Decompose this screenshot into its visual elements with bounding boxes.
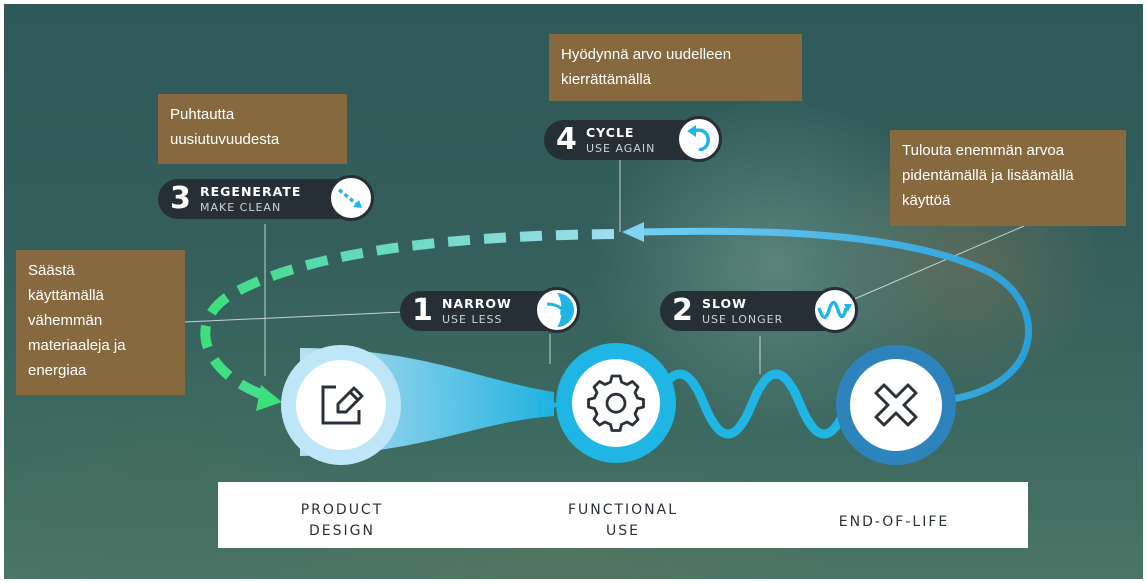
strategy-subtitle: USE AGAIN	[586, 142, 656, 155]
leader-lines	[183, 160, 1025, 376]
strategy-title: CYCLE	[586, 125, 635, 140]
strategy-number: 2	[672, 293, 693, 328]
regenerate-dashed-arc	[200, 229, 615, 401]
functional-use-node	[556, 343, 676, 463]
product-design-node	[281, 345, 401, 465]
stage-label-functional-use: FUNCTIONAL USE	[567, 502, 679, 539]
strategy-number: 4	[556, 122, 577, 157]
cycle-arrowhead	[622, 222, 644, 242]
slow-wave	[649, 369, 853, 439]
regenerate-icon-badge	[328, 175, 374, 221]
strategy-title: REGENERATE	[200, 184, 302, 199]
strategy-cycle: 4 CYCLE USE AGAIN	[544, 116, 722, 162]
loop-arrow-icon	[687, 125, 710, 152]
diagram-canvas: PRODUCT DESIGN FUNCTIONAL USE END-OF-LIF…	[4, 4, 1143, 579]
wave-arrow-icon	[817, 300, 852, 319]
funnel-arrowhead	[537, 394, 560, 416]
regenerate-arrowhead	[256, 385, 282, 411]
strategy-title: SLOW	[702, 296, 747, 311]
stage-label-product-design: PRODUCT DESIGN	[300, 502, 384, 539]
slow-icon-badge	[812, 287, 858, 333]
strategy-regenerate: 3 REGENERATE MAKE CLEAN	[158, 175, 374, 221]
stage-label-end-of-life: END-OF-LIFE	[838, 514, 950, 530]
edit-icon	[321, 385, 364, 425]
narrow-icon-badge	[534, 287, 580, 333]
strategy-number: 3	[170, 181, 191, 216]
cycle-icon-badge	[676, 116, 722, 162]
gear-icon	[587, 374, 645, 432]
dotted-arrow-icon	[338, 188, 362, 208]
note-slow: Tulouta enemmän arvoa pidentämällä ja li…	[890, 130, 1126, 226]
strategy-slow: 2 SLOW USE LONGER	[660, 287, 858, 333]
strategy-subtitle: USE LESS	[442, 313, 503, 326]
stage-label-bar: PRODUCT DESIGN FUNCTIONAL USE END-OF-LIF…	[218, 482, 1028, 548]
strategy-subtitle: MAKE CLEAN	[200, 201, 282, 214]
strategy-narrow: 1 NARROW USE LESS	[400, 287, 580, 333]
end-of-life-node	[836, 345, 956, 465]
cycle-loop	[639, 227, 1033, 403]
x-icon	[874, 383, 918, 427]
note-regenerate: Puhtautta uusiutuvuudesta	[158, 94, 347, 164]
note-cycle: Hyödynnä arvo uudelleen kierrättämällä	[549, 34, 802, 101]
strategy-number: 1	[412, 293, 433, 328]
pie-arrow-icon	[546, 293, 574, 327]
strategy-subtitle: USE LONGER	[702, 313, 784, 326]
note-narrow: Säästä käyttämällä vähemmän materiaaleja…	[16, 250, 185, 395]
strategy-title: NARROW	[442, 296, 512, 311]
